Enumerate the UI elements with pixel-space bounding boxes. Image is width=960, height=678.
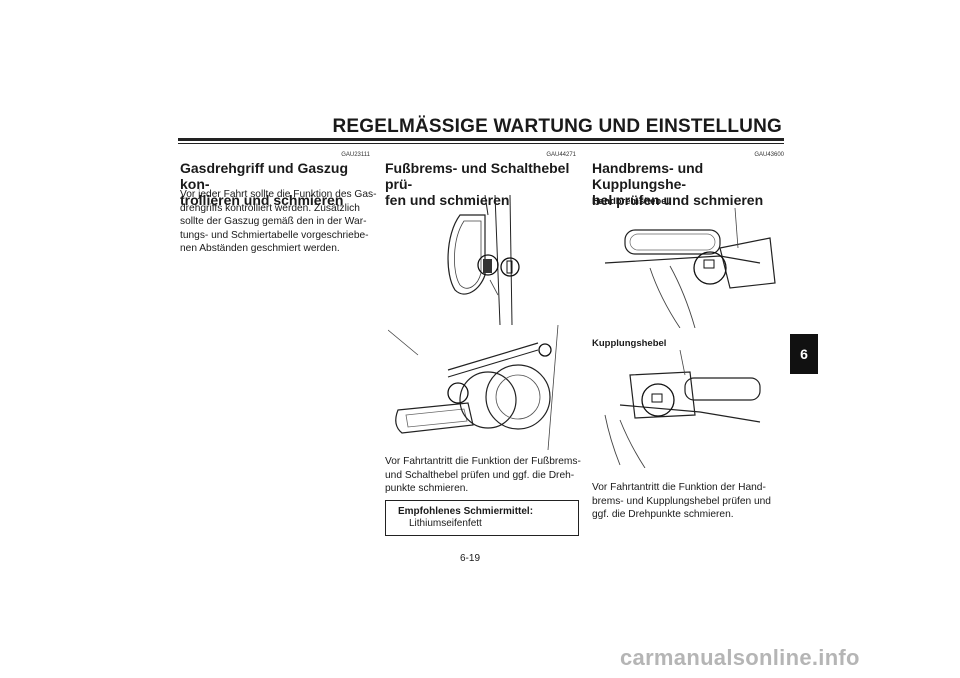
text-line: tungs- und Schmiertabelle vorgeschriebe- [180,229,369,241]
lubricant-title: Empfohlenes Schmiermittel: [398,506,534,517]
text-line: Vor Fahrtantritt die Funktion der Hand- [592,482,766,493]
page-title: REGELMÄSSIGE WARTUNG UND EINSTELLUNG [332,116,782,137]
section-tab: 6 [790,334,818,374]
hand-levers-paragraph: Vor Fahrtantritt die Funktion der Hand- … [592,481,792,522]
heading-line: fen und schmieren [385,192,510,208]
text-line: Vor Fahrtantritt die Funktion der Fußbre… [385,456,581,467]
heading-line: Fußbrems- und Schalthebel prü- [385,160,570,192]
lubricant-value: Lithiumseifenfett [409,518,482,529]
shift-lever-illustration [388,325,559,450]
text-line: ggf. die Drehpunkte schmieren. [592,509,734,521]
brake-pedal-illustration [447,195,520,325]
text-line: sollte der Gaszug gemäß den in der War- [180,216,367,228]
section-heading-throttle: Gasdrehgriff und Gaszug kon- trollieren … [180,160,380,208]
lubricant-box: Empfohlenes Schmiermittel: Lithiumseifen… [385,500,579,536]
text-line: drehgriffs kontrolliert werden. Zusätzli… [180,202,360,214]
brake-lever-illustration [604,208,776,328]
reference-code: GAU23111 [341,152,370,158]
heading-line: Gasdrehgriff und Gaszug kon- [180,160,349,192]
page-number: 6-19 [460,553,481,564]
text-line: punkte schmieren. [385,483,469,495]
watermark: carmanualsonline.info [620,645,860,670]
reference-code: GAU44271 [546,152,576,158]
reference-code: GAU43600 [754,152,784,158]
clutch-lever-illustration [604,350,761,468]
title-rule [178,138,784,141]
heading-line: bel prüfen und schmieren [592,192,764,208]
text-line: und Schalthebel prüfen und ggf. die Dreh… [385,469,575,481]
heading-line: Handbrems- und Kupplungshe- [592,160,704,192]
title-rule-thin [178,143,784,144]
throttle-paragraph: Vor jeder Fahrt sollte die Funktion des … [180,188,380,256]
text-line: nen Abständen geschmiert werden. [180,243,340,255]
section-heading-foot-levers: Fußbrems- und Schalthebel prü- fen und s… [385,160,585,208]
subheading-front-brake: Handbremshebel [592,196,670,207]
section-heading-hand-levers: Handbrems- und Kupplungshe- bel prüfen u… [592,160,792,208]
heading-line: trollieren und schmieren [180,192,344,208]
subheading-clutch: Kupplungshebel [592,338,667,349]
foot-levers-paragraph: Vor Fahrtantritt die Funktion der Fußbre… [385,455,585,496]
text-line: brems- und Kupplungshebel prüfen und [592,495,771,507]
text-line: Vor jeder Fahrt sollte die Funktion des … [180,189,377,200]
